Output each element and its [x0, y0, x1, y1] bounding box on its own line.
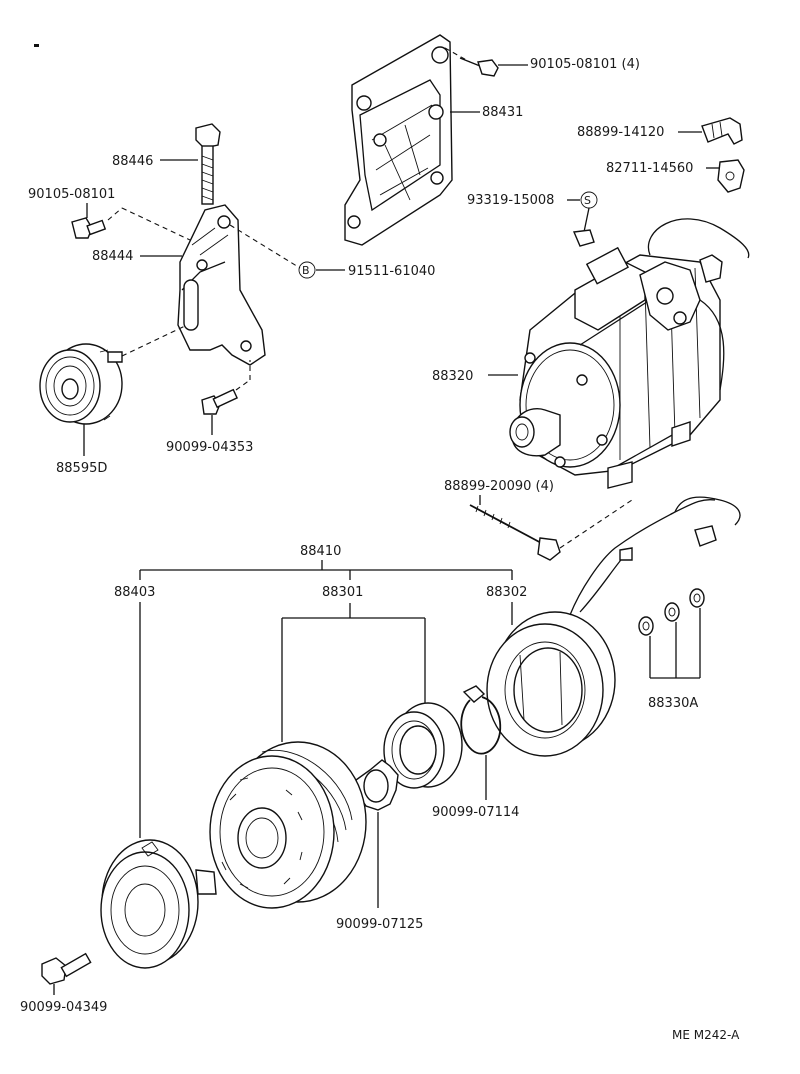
coil-88302-drawing	[486, 496, 741, 757]
shims-88330A-drawing	[638, 588, 705, 636]
clip-82711-14560-drawing	[717, 159, 745, 193]
label-88444: 88444	[92, 249, 133, 264]
label-88301: 88301	[322, 585, 363, 600]
label-88410: 88410	[300, 544, 341, 559]
label-91511-61040: 91511-61040	[348, 264, 435, 279]
label-90105-08101: 90105-08101	[28, 187, 115, 202]
bracket-88444-drawing	[177, 204, 266, 366]
bolt-90105-08101-4-drawing	[444, 47, 499, 77]
label-90099-07125: 90099-07125	[336, 917, 423, 932]
hub-88403-drawing	[100, 839, 217, 969]
label-90099-04353: 90099-04353	[166, 440, 253, 455]
ink-mark	[34, 44, 39, 47]
bolt-90099-04349-drawing	[41, 952, 92, 985]
bolt-90105-08101-drawing	[71, 217, 107, 239]
label-90099-07114: 90099-07114	[432, 805, 519, 820]
label-88431: 88431	[482, 105, 523, 120]
label-88899-14120: 88899-14120	[577, 125, 664, 140]
bolt-88899-20090-drawing	[469, 504, 561, 561]
diagram-code: ME M242-A	[672, 1028, 740, 1042]
bracket-88431-drawing	[344, 34, 453, 246]
compressor-88320-drawing	[509, 218, 750, 489]
label-88899-20090-4: 88899-20090 (4)	[444, 479, 554, 494]
label-88320: 88320	[432, 369, 473, 384]
label-90099-04349: 90099-04349	[20, 1000, 107, 1015]
label-82711-14560: 82711-14560	[606, 161, 693, 176]
label-88403: 88403	[114, 585, 155, 600]
label-88302: 88302	[486, 585, 527, 600]
label-93319-15008: 93319-15008	[467, 193, 554, 208]
label-88446: 88446	[112, 154, 153, 169]
pulley-88301-drawing	[209, 741, 367, 909]
pulley-88595D-drawing	[39, 343, 123, 425]
label-90105-08101-4: 90105-08101 (4)	[530, 57, 640, 72]
label-88595D: 88595D	[56, 461, 107, 476]
label-88330A: 88330A	[648, 696, 698, 711]
clamp-88899-14120-drawing	[701, 117, 743, 145]
marker-s: S	[584, 194, 591, 207]
spacer-90099-07125-drawing	[355, 759, 399, 811]
bearing-drawing	[383, 702, 463, 789]
bolt-90099-04353-drawing	[201, 388, 239, 415]
bolt-88446-drawing	[195, 123, 221, 205]
snap-ring-90099-07114-drawing	[460, 685, 502, 755]
marker-b: B	[302, 264, 310, 277]
